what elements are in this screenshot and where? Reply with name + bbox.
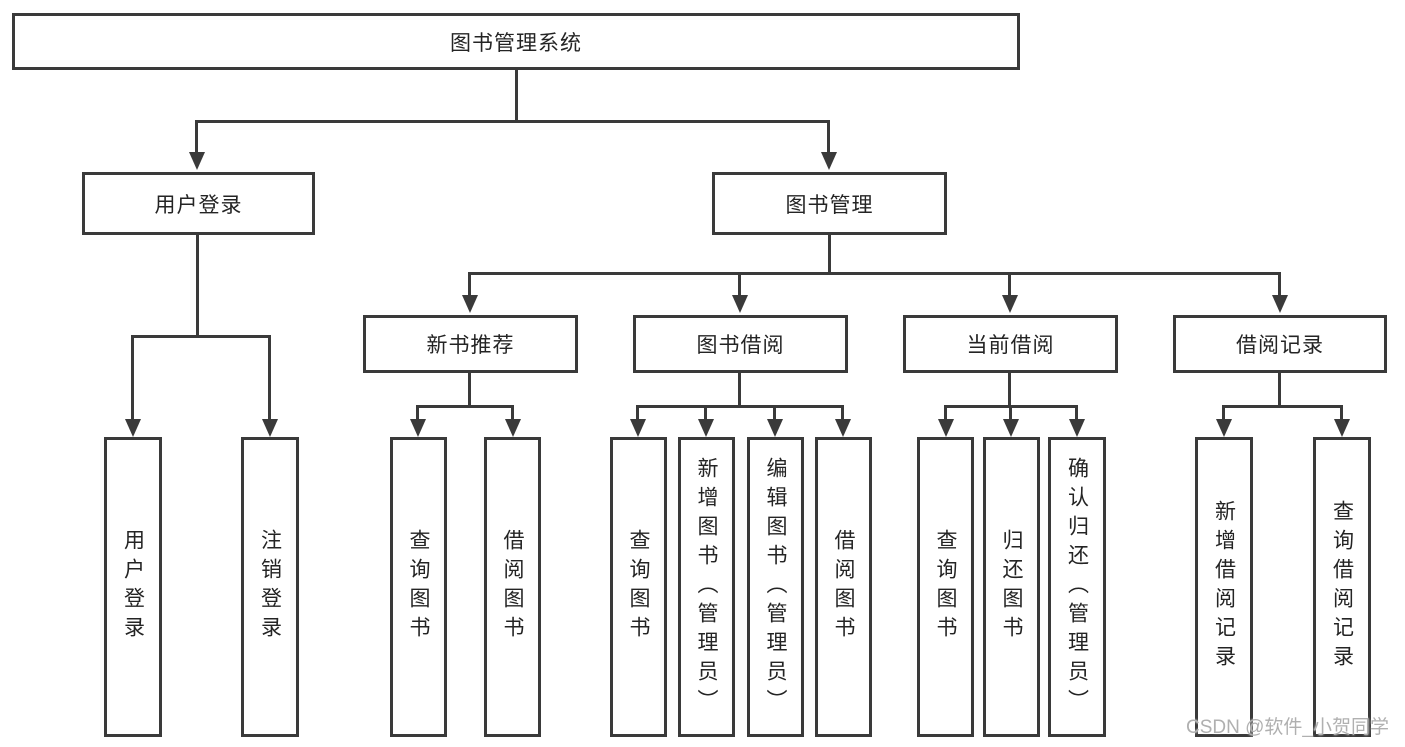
node-user-login-label: 用户登录 bbox=[154, 193, 243, 217]
arrowhead-down-icon bbox=[1002, 295, 1018, 313]
leaf-return-books: 归还图书 bbox=[983, 437, 1040, 737]
leaf-query-borrow-record: 查询借阅记录 bbox=[1313, 437, 1371, 737]
connector-stub bbox=[773, 405, 776, 421]
connector-stub bbox=[827, 120, 830, 154]
leaf-add-borrow-record: 新增借阅记录 bbox=[1195, 437, 1253, 737]
connector-mgmt-trunk bbox=[828, 235, 831, 274]
node-current-borrow: 当前借阅 bbox=[903, 315, 1118, 373]
node-book-management: 图书管理 bbox=[712, 172, 947, 235]
connector-stub bbox=[1009, 405, 1012, 421]
leaf-edit-books-admin: 编辑图书（管理员） bbox=[747, 437, 804, 737]
connector-stub bbox=[944, 405, 947, 421]
connector-stub bbox=[841, 405, 844, 421]
connector-stub bbox=[195, 120, 198, 154]
node-new-book-recommend-label: 新书推荐 bbox=[426, 334, 515, 357]
leaf-add-borrow-record-label: 新增借阅记录 bbox=[1212, 500, 1236, 674]
connector-stub bbox=[1075, 405, 1078, 421]
connector-g1-bar bbox=[418, 405, 513, 408]
connector-g2-bar bbox=[638, 405, 843, 408]
leaf-borrow-books: 借阅图书 bbox=[815, 437, 872, 737]
connector-stub bbox=[268, 335, 271, 421]
arrowhead-down-icon bbox=[262, 419, 278, 437]
node-borrow-records-label: 借阅记录 bbox=[1236, 334, 1324, 357]
arrowhead-down-icon bbox=[1216, 419, 1232, 437]
arrowhead-down-icon bbox=[938, 419, 954, 437]
connector-stub bbox=[1278, 272, 1281, 297]
leaf-edit-books-admin-label: 编辑图书（管理员） bbox=[764, 456, 787, 718]
connector-stub bbox=[1340, 405, 1343, 421]
node-book-management-label: 图书管理 bbox=[785, 193, 874, 217]
arrowhead-down-icon bbox=[410, 419, 426, 437]
connector-stub bbox=[511, 405, 514, 421]
connector-stub bbox=[468, 272, 471, 297]
connector-g4-bar bbox=[1224, 405, 1342, 408]
leaf-query-borrow-record-label: 查询借阅记录 bbox=[1330, 500, 1354, 674]
arrowhead-down-icon bbox=[1069, 419, 1085, 437]
leaf-user-login-label: 用户登录 bbox=[121, 529, 145, 645]
arrowhead-down-icon bbox=[1334, 419, 1350, 437]
connector-stub bbox=[416, 405, 419, 421]
leaf-query-books-borrow: 查询图书 bbox=[610, 437, 667, 737]
connector-stub bbox=[1222, 405, 1225, 421]
leaf-return-books-label: 归还图书 bbox=[1000, 529, 1023, 645]
connector-g3-trunk bbox=[1008, 373, 1011, 407]
leaf-query-books-current: 查询图书 bbox=[917, 437, 974, 737]
leaf-add-books-admin-label: 新增图书（管理员） bbox=[695, 456, 718, 718]
arrowhead-down-icon bbox=[505, 419, 521, 437]
arrowhead-down-icon bbox=[630, 419, 646, 437]
connector-stub bbox=[131, 335, 134, 421]
leaf-logout: 注销登录 bbox=[241, 437, 299, 737]
arrowhead-down-icon bbox=[1003, 419, 1019, 437]
connector-login-trunk bbox=[196, 235, 199, 337]
leaf-add-books-admin: 新增图书（管理员） bbox=[678, 437, 735, 737]
arrowhead-down-icon bbox=[767, 419, 783, 437]
leaf-borrow-books-recommend: 借阅图书 bbox=[484, 437, 541, 737]
connector-mgmt-bar bbox=[470, 272, 1280, 275]
connector-login-bar bbox=[133, 335, 270, 338]
arrowhead-down-icon bbox=[125, 419, 141, 437]
leaf-query-books-borrow-label: 查询图书 bbox=[627, 529, 650, 645]
arrowhead-down-icon bbox=[698, 419, 714, 437]
arrowhead-down-icon bbox=[732, 295, 748, 313]
connector-g1-trunk bbox=[468, 373, 471, 407]
arrowhead-down-icon bbox=[1272, 295, 1288, 313]
connector-stub bbox=[636, 405, 639, 421]
csdn-watermark: CSDN @软件_小贺同学 bbox=[1186, 717, 1389, 738]
leaf-logout-label: 注销登录 bbox=[258, 529, 282, 645]
node-current-borrow-label: 当前借阅 bbox=[966, 334, 1055, 357]
connector-g2-trunk bbox=[738, 373, 741, 407]
connector-root-trunk bbox=[515, 70, 518, 122]
arrowhead-down-icon bbox=[835, 419, 851, 437]
connector-stub bbox=[738, 272, 741, 297]
leaf-query-books-recommend-label: 查询图书 bbox=[407, 529, 430, 645]
node-root: 图书管理系统 bbox=[12, 13, 1020, 70]
connector-g4-trunk bbox=[1278, 373, 1281, 407]
leaf-confirm-return-admin-label: 确认归还（管理员） bbox=[1065, 456, 1089, 718]
leaf-confirm-return-admin: 确认归还（管理员） bbox=[1048, 437, 1106, 737]
leaf-borrow-books-label: 借阅图书 bbox=[832, 529, 855, 645]
leaf-query-books-recommend: 查询图书 bbox=[390, 437, 447, 737]
node-new-book-recommend: 新书推荐 bbox=[363, 315, 578, 373]
node-book-borrow-label: 图书借阅 bbox=[696, 334, 785, 357]
leaf-borrow-books-recommend-label: 借阅图书 bbox=[501, 529, 524, 645]
connector-stub bbox=[704, 405, 707, 421]
connector-stub bbox=[1008, 272, 1011, 297]
leaf-user-login: 用户登录 bbox=[104, 437, 162, 737]
node-user-login: 用户登录 bbox=[82, 172, 315, 235]
arrowhead-down-icon bbox=[189, 152, 205, 170]
node-borrow-records: 借阅记录 bbox=[1173, 315, 1387, 373]
arrowhead-down-icon bbox=[821, 152, 837, 170]
connector-root-bar bbox=[197, 120, 829, 123]
node-root-label: 图书管理系统 bbox=[450, 31, 582, 55]
leaf-query-books-current-label: 查询图书 bbox=[934, 529, 957, 645]
arrowhead-down-icon bbox=[462, 295, 478, 313]
node-book-borrow: 图书借阅 bbox=[633, 315, 848, 373]
